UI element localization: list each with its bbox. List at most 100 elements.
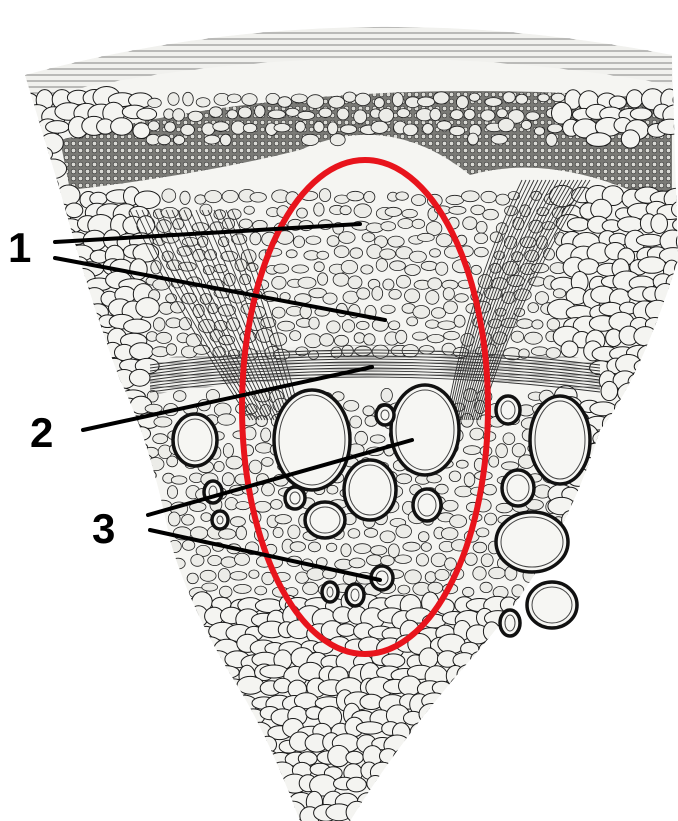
parenchyma-cell [10,752,35,767]
parenchyma-cell [253,804,271,821]
parenchyma-cell [37,581,63,598]
parenchyma-cell [419,704,445,725]
parenchyma-cell [154,417,172,427]
parenchyma-cell [623,803,640,821]
parenchyma-cell [292,265,309,273]
parenchyma-cell [68,315,85,333]
parenchyma-cell [72,385,99,401]
parenchyma-cell [496,444,508,458]
parenchyma-cell [474,723,500,737]
parenchyma-cell [63,417,83,429]
parenchyma-cell [641,481,660,500]
parenchyma-cell [262,809,285,821]
parenchyma-cell [214,461,224,471]
parenchyma-cell [419,346,434,355]
parenchyma-cell [4,165,32,179]
parenchyma-cell [94,460,122,473]
parenchyma-cell [350,248,363,259]
xylem-vessel [527,582,577,628]
parenchyma-cell [303,582,319,594]
parenchyma-cell [234,803,252,820]
parenchyma-cell [230,517,245,527]
parenchyma-cell [650,803,669,818]
parenchyma-cell [166,573,177,584]
parenchyma-cell [656,634,672,654]
parenchyma-cell [318,273,328,285]
parenchyma-cell [625,527,641,543]
parenchyma-cell [451,735,471,755]
parenchyma-cell [470,428,484,440]
parenchyma-cell [648,500,667,516]
parenchyma-cell [45,780,66,792]
parenchyma-cell [669,400,678,418]
parenchyma-cell [173,586,186,597]
parenchyma-cell [38,593,58,612]
parenchyma-cell [268,110,285,119]
parenchyma-cell [173,723,193,738]
parenchyma-cell [99,736,115,755]
parenchyma-cell [244,761,269,778]
parenchyma-cell [615,399,636,419]
parenchyma-cell [601,810,627,821]
parenchyma-cell [213,760,230,781]
parenchyma-cell [495,681,523,695]
parenchyma-cell [28,384,49,401]
parenchyma-cell [511,331,524,342]
parenchyma-cell [477,528,489,537]
parenchyma-cell [516,94,528,104]
parenchyma-cell [646,719,671,738]
parenchyma-cell [507,753,534,766]
parenchyma-cell [481,191,497,202]
parenchyma-cell [8,472,26,487]
parenchyma-cell [122,606,138,624]
parenchyma-cell [67,651,86,665]
parenchyma-cell [494,804,514,821]
parenchyma-cell [632,529,659,541]
parenchyma-cell [457,96,469,109]
parenchyma-cell [472,680,489,700]
parenchyma-cell [15,509,42,527]
parenchyma-cell [497,705,517,720]
parenchyma-cell [85,473,113,486]
parenchyma-cell [584,512,602,525]
parenchyma-cell [595,484,615,499]
parenchyma-cell [648,527,670,547]
parenchyma-cell [365,793,390,813]
parenchyma-cell [348,529,360,539]
parenchyma-cell [483,706,505,721]
parenchyma-cell [128,487,155,501]
parenchyma-cell [643,594,670,616]
parenchyma-cell [148,544,161,557]
parenchyma-cell [167,759,187,781]
parenchyma-cell [17,594,36,609]
parenchyma-cell [182,540,194,550]
parenchyma-cell [148,121,159,131]
parenchyma-cell [130,593,156,610]
xylem-vessel [344,460,396,520]
parenchyma-cell [674,116,678,137]
parenchyma-cell [602,718,629,736]
parenchyma-cell [473,542,487,553]
parenchyma-cell [609,458,630,471]
parenchyma-cell [628,763,653,780]
parenchyma-cell [191,805,210,821]
parenchyma-cell [320,334,334,346]
parenchyma-cell [102,611,124,625]
parenchyma-cell [636,234,663,246]
parenchyma-cell [314,262,324,272]
parenchyma-cell [49,792,68,810]
parenchyma-cell [577,648,603,668]
parenchyma-cell [200,693,219,714]
parenchyma-cell [254,501,271,512]
parenchyma-cell [229,724,257,738]
parenchyma-cell [307,95,324,109]
parenchyma-cell [218,569,230,582]
parenchyma-cell [618,692,640,707]
parenchyma-cell [161,207,178,218]
parenchyma-cell [364,334,375,345]
parenchyma-cell [471,652,488,668]
parenchyma-cell [367,245,382,259]
parenchyma-cell [396,525,412,538]
parenchyma-cell [627,400,648,414]
parenchyma-cell [41,692,61,706]
